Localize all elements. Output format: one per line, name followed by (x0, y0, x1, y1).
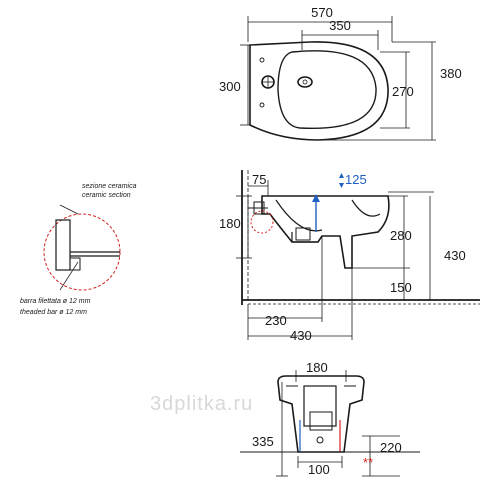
dim-430-height: 430 (444, 248, 466, 263)
detail-label-ceramic-it: sezione ceramica (82, 183, 137, 190)
watermark: 3dplitka.ru (150, 393, 253, 415)
dim-depth-380: 380 (440, 66, 462, 81)
side-view-body (261, 195, 390, 269)
dim-335: 335 (252, 434, 274, 449)
detail-marker-circle (250, 210, 274, 234)
side-view-dimension-lines (236, 180, 434, 340)
red-marker: ** (363, 455, 373, 470)
dim-125: 125 (345, 172, 367, 187)
dim-180: 180 (219, 216, 241, 231)
front-view (240, 375, 420, 453)
dim-depth-300: 300 (219, 79, 241, 94)
dim-230: 230 (265, 313, 287, 328)
top-view-inner-bowl (277, 50, 377, 130)
dim-280: 280 (390, 228, 412, 243)
dim-100: 100 (308, 462, 330, 477)
dim-bowl-270: 270 (392, 84, 414, 99)
dim-75: 75 (252, 172, 266, 187)
dim-150: 150 (390, 280, 412, 295)
dim-width-570: 570 (311, 5, 333, 20)
detail-label-bar-it: barra filettata ø 12 mm (20, 298, 91, 305)
top-view (249, 41, 389, 141)
dim-430-length: 430 (290, 328, 312, 343)
detail-label-ceramic-en: ceramic section (82, 192, 131, 199)
side-view (241, 170, 480, 305)
front-view-body (277, 375, 365, 453)
front-outlet-hole (316, 436, 324, 444)
dim-180-front: 180 (306, 360, 328, 375)
dim-220: 220 (380, 440, 402, 455)
top-view-outline (249, 41, 389, 141)
top-view-dimension-lines (240, 16, 436, 141)
detail-view (43, 204, 121, 291)
dim-bowl-350: 350 (329, 18, 351, 33)
front-view-dimension-lines (276, 370, 400, 477)
drain-hole (297, 76, 313, 88)
detail-label-bar-en: theaded bar ø 12 mm (20, 309, 87, 316)
